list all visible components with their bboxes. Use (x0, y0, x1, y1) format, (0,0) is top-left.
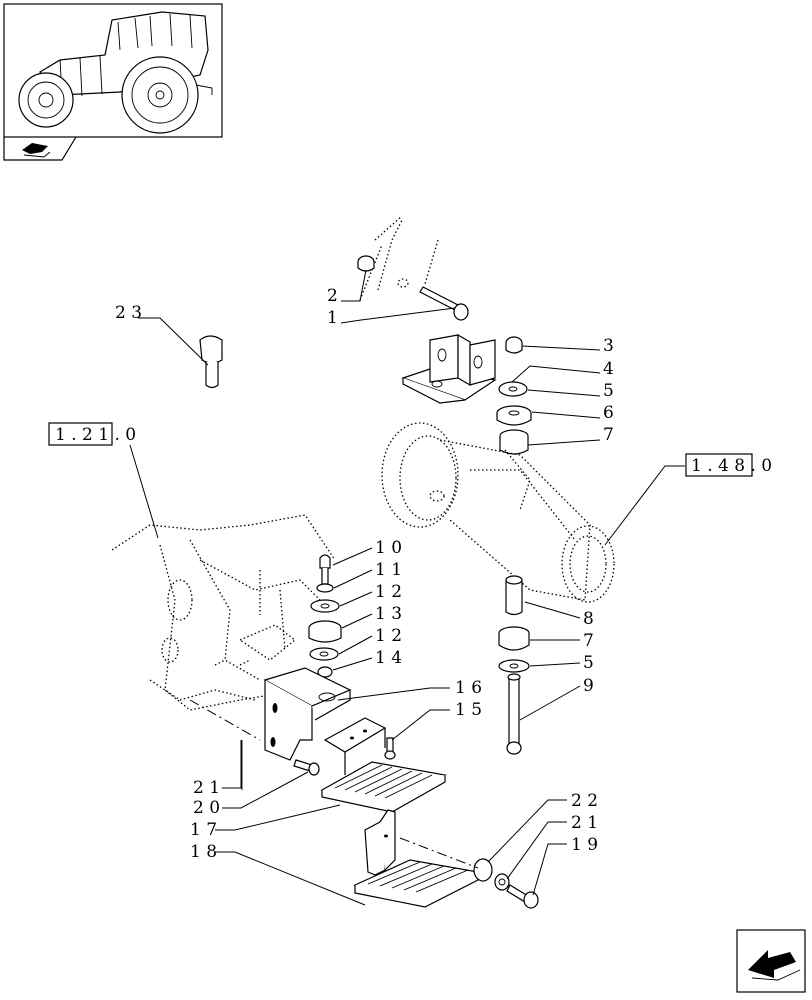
callout-21-right[interactable]: 2 1 (571, 813, 598, 833)
callout-18[interactable]: 1 8 (190, 842, 217, 862)
center-line-upper (189, 699, 261, 741)
callout-11[interactable]: 1 1 (375, 560, 402, 580)
callout-6[interactable]: 6 (603, 403, 614, 423)
callout-17[interactable]: 1 7 (190, 820, 217, 840)
part-1-bolt (419, 286, 469, 321)
callout-16[interactable]: 1 6 (455, 678, 482, 698)
part-15-plate (323, 717, 396, 775)
tractor-thumbnail-icon[interactable] (3, 3, 223, 138)
callout-14[interactable]: 1 4 (375, 648, 402, 668)
callout-20[interactable]: 2 0 (193, 798, 220, 818)
reference-label-right: 1 . 4 8 . 0 (691, 456, 772, 476)
lower-right-hardware (473, 858, 539, 909)
reference-label-left: 1 . 2 1 . 0 (55, 425, 136, 445)
callout-5-lower[interactable]: 5 (583, 653, 594, 673)
leader-lines (129, 269, 685, 906)
callout-12-upper[interactable]: 1 2 (375, 582, 402, 602)
part-20-bolt (293, 759, 320, 776)
callout-23[interactable]: 2 3 (115, 303, 142, 323)
reference-box-left[interactable]: 1 . 2 1 . 0 (48, 422, 136, 446)
callout-9[interactable]: 9 (583, 676, 594, 696)
callout-22[interactable]: 2 2 (571, 791, 598, 811)
callout-7-lower[interactable]: 7 (583, 631, 594, 651)
lower-mount-stack (498, 575, 530, 755)
callout-13[interactable]: 1 3 (375, 604, 402, 624)
callout-8[interactable]: 8 (583, 609, 594, 629)
callout-7-upper[interactable]: 7 (603, 425, 614, 445)
center-line-lower (399, 837, 479, 869)
callout-3[interactable]: 3 (603, 336, 614, 356)
upper-mount-stack (496, 336, 532, 455)
callout-10[interactable]: 1 0 (375, 538, 402, 558)
transmission-housing (111, 514, 336, 711)
book-tab-icon[interactable] (3, 136, 77, 161)
left-mount-stack (308, 554, 342, 678)
part-4-bracket (401, 333, 497, 404)
axle-housing (381, 422, 615, 603)
callout-12-lower[interactable]: 1 2 (375, 626, 402, 646)
reference-box-right[interactable]: 1 . 4 8 . 0 (685, 453, 772, 477)
cab-support-frame (359, 215, 439, 301)
callout-4[interactable]: 4 (603, 359, 614, 379)
callout-15[interactable]: 1 5 (455, 700, 482, 720)
part-17-upper-step (320, 761, 447, 813)
part-23-pin (199, 335, 223, 389)
step-hanger (364, 809, 396, 876)
callout-2[interactable]: 2 (327, 286, 338, 306)
callout-labels: 2 1 2 3 3 4 5 6 7 8 7 5 9 1 0 1 1 1 2 1 … (115, 286, 614, 862)
callout-19[interactable]: 1 9 (571, 835, 598, 855)
callout-21-left[interactable]: 2 1 (193, 778, 220, 798)
part-2-nut (357, 255, 375, 272)
callout-1[interactable]: 1 (327, 308, 338, 328)
callout-5-upper[interactable]: 5 (603, 381, 614, 401)
next-page-arrow-icon[interactable] (736, 929, 806, 993)
part-16-step-bracket (263, 667, 352, 761)
